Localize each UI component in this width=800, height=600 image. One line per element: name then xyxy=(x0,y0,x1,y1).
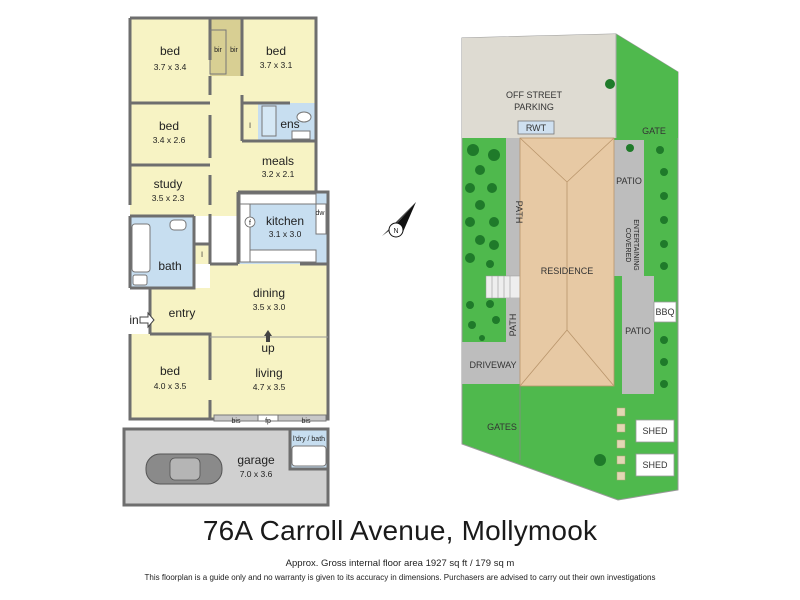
step-lines xyxy=(491,276,511,298)
room-label: bed xyxy=(266,44,286,58)
room-dimensions: 3.4 x 2.6 xyxy=(153,135,186,145)
room-bed-3 xyxy=(130,103,210,165)
covered-entertaining-label: ENTERTAINING xyxy=(632,219,639,270)
off-street-parking-area xyxy=(462,34,616,138)
room-meals xyxy=(242,141,316,192)
stairs-up-arrow-icon xyxy=(264,330,272,342)
room-dimensions: 3.5 x 3.0 xyxy=(253,302,286,312)
north-arrow-icon: N xyxy=(382,202,416,238)
bis-label: bis xyxy=(232,418,241,425)
parking-label: OFF STREET xyxy=(506,90,563,100)
room-label: kitchen xyxy=(266,214,304,228)
room-dimensions: 3.2 x 2.1 xyxy=(262,169,295,179)
covered-entertaining-label: COVERED xyxy=(624,228,631,263)
room-dimensions: 3.5 x 2.3 xyxy=(152,193,185,203)
path-label: PATH xyxy=(514,201,524,224)
room-dimensions: 4.7 x 3.5 xyxy=(253,382,286,392)
room-dimensions: 4.0 x 3.5 xyxy=(154,381,187,391)
driveway-area xyxy=(462,342,520,384)
room-dining xyxy=(210,264,328,334)
disclaimer-text: This floorplan is a guide only and no wa… xyxy=(144,573,656,582)
fixtures xyxy=(131,29,327,467)
room-label: study xyxy=(154,177,183,191)
rwt-label: RWT xyxy=(526,123,547,133)
car-icon xyxy=(145,453,223,485)
bbq-area xyxy=(653,301,677,323)
shed-label: SHED xyxy=(642,460,668,470)
covered-entertaining-area xyxy=(614,196,644,276)
room-entry xyxy=(150,288,210,334)
room-dimensions: 7.0 x 3.6 xyxy=(240,469,273,479)
room-study xyxy=(130,165,210,216)
driveway-label: DRIVEWAY xyxy=(469,360,516,370)
room-label: bed xyxy=(160,364,180,378)
floor-area-note: Approx. Gross internal floor area 1927 s… xyxy=(285,558,515,569)
room-label: bed xyxy=(159,119,179,133)
gates-label: GATES xyxy=(487,422,517,432)
patio-label: PATIO xyxy=(625,326,651,336)
parking-label: PARKING xyxy=(514,102,554,112)
shed-label: SHED xyxy=(642,426,668,436)
up-label: up xyxy=(261,341,275,355)
linen-label: l xyxy=(249,123,251,130)
room-dimensions: 3.1 x 3.0 xyxy=(269,229,302,239)
room-label: garage xyxy=(237,453,275,467)
gate-lawn-strip xyxy=(616,34,678,138)
fridge-label: f xyxy=(249,220,251,227)
path-area-2 xyxy=(506,298,520,342)
rwt-tank xyxy=(517,120,555,135)
residence-label: RESIDENCE xyxy=(541,266,594,276)
north-label: N xyxy=(393,228,398,235)
trees xyxy=(465,79,668,466)
room-bir-1 xyxy=(210,18,226,76)
fireplace-label: fp xyxy=(265,418,271,425)
laundry-label: l'dry / bath xyxy=(293,436,325,443)
shed-2 xyxy=(635,453,675,477)
room-bed-2 xyxy=(242,18,316,103)
bbq-label: BBQ xyxy=(655,307,674,317)
shed-1 xyxy=(635,419,675,443)
room-label: meals xyxy=(262,154,294,168)
path-label: PATH xyxy=(508,314,518,337)
room-label: dining xyxy=(253,286,285,300)
fridge-icon xyxy=(244,216,256,228)
room-living xyxy=(210,334,328,419)
linen-label: l xyxy=(201,252,203,259)
floor-plan: bed 3.7 x 3.4 bed 3.7 x 3.1 bir bir bed … xyxy=(122,16,330,507)
room-dimensions: 3.7 x 3.1 xyxy=(260,60,293,70)
dishwasher-label: dw xyxy=(316,210,326,217)
path-area-1 xyxy=(506,138,520,280)
room-laundry-nook xyxy=(194,244,210,264)
residence-roof xyxy=(519,137,615,387)
room-dimensions: 3.7 x 3.4 xyxy=(154,62,187,72)
room-label: bath xyxy=(158,259,181,273)
room-bed-1 xyxy=(130,18,210,103)
room-label: bed xyxy=(160,44,180,58)
room-bed-4 xyxy=(130,334,210,419)
room-label: living xyxy=(255,366,282,380)
room-bir-2 xyxy=(226,18,242,76)
steps xyxy=(485,275,521,299)
property-address-title: 76A Carroll Avenue, Mollymook xyxy=(202,515,598,546)
gate-label: GATE xyxy=(642,126,666,136)
bis-label: bis xyxy=(302,418,311,425)
patio-area-2 xyxy=(622,276,654,394)
room-label: entry xyxy=(169,306,196,320)
bir-label: bir xyxy=(230,47,238,54)
linen-cupboard xyxy=(242,103,258,141)
site-plan: OFF STREET PARKING RWT GATE RESIDENCE PA… xyxy=(461,33,679,501)
room-label: ens xyxy=(280,117,299,131)
entry-arrow-icon xyxy=(139,311,155,329)
stepping-stones xyxy=(616,407,626,481)
bir-label: bir xyxy=(214,47,222,54)
patio-label: PATIO xyxy=(616,176,642,186)
in-label: in xyxy=(129,313,138,327)
